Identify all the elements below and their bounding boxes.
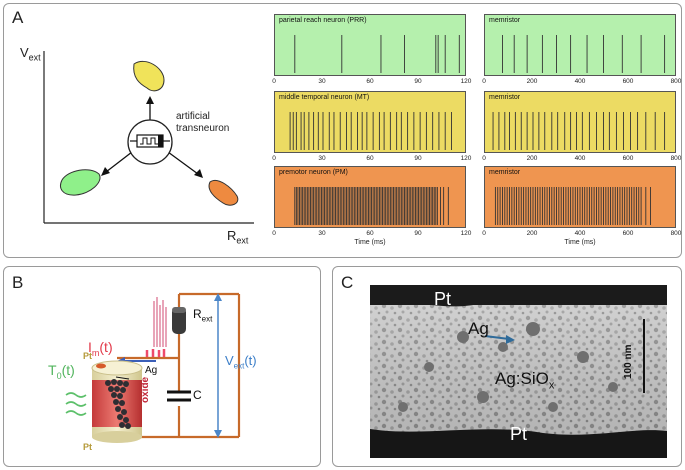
raster-title: memristor xyxy=(489,94,521,101)
spike-train xyxy=(494,187,651,225)
green-blob xyxy=(60,169,101,196)
raster-title: memristor xyxy=(489,169,521,176)
spike-train xyxy=(492,112,666,150)
capacitor-label: C xyxy=(193,388,202,402)
tick-label: 120 xyxy=(460,230,472,237)
tick-label: 60 xyxy=(366,155,374,162)
tick-label: 60 xyxy=(366,78,374,85)
tick-label: 30 xyxy=(318,155,326,162)
tick-label: 600 xyxy=(622,78,634,85)
ag-label: Ag xyxy=(468,319,489,338)
raster-plot-4: premotor neuron (PM) xyxy=(274,166,466,228)
tick-label: 0 xyxy=(482,230,486,237)
temperature-label: T0(t) xyxy=(48,362,75,381)
raster-x-axis: 0 30 60 90 120 xyxy=(272,155,471,165)
artificial-transneuron-label: artificial transneuron xyxy=(176,111,230,134)
raster-plot-0: parietal reach neuron (PRR) xyxy=(274,14,466,76)
circuit-diagram xyxy=(65,292,241,443)
tick-label: 30 xyxy=(318,78,326,85)
raster-x-axis: 0 200 400 600 800 xyxy=(482,155,681,165)
spike-train xyxy=(289,112,452,150)
raster-title: premotor neuron (PM) xyxy=(279,169,348,176)
raster-x-title: Time (ms) xyxy=(354,239,386,246)
pt-bottom-label: Pt xyxy=(83,442,92,452)
tick-label: 200 xyxy=(526,230,538,237)
raster-x-axis: 0 200 400 600 800 xyxy=(482,78,681,88)
raster-x-axis: 0 200 400 600 800 xyxy=(482,230,681,240)
vext-label: Vext(t) xyxy=(225,353,257,371)
tick-label: 400 xyxy=(574,230,586,237)
tick-label: 0 xyxy=(272,78,276,85)
tick-label: 600 xyxy=(622,230,634,237)
scale-bar-label: 100 nm xyxy=(623,344,634,379)
resistor-label: Rext xyxy=(193,307,213,324)
tick-label: 0 xyxy=(482,155,486,162)
raster-plot-3: memristor xyxy=(484,91,676,153)
panel-b: B xyxy=(3,266,321,467)
current-label: Im(t) xyxy=(88,339,113,358)
tick-label: 0 xyxy=(272,155,276,162)
tick-label: 0 xyxy=(482,78,486,85)
agsiox-label: Ag:SiOx xyxy=(495,369,555,392)
tick-label: 200 xyxy=(526,78,538,85)
tick-label: 400 xyxy=(574,155,586,162)
orange-blob xyxy=(208,180,239,206)
tick-label: 60 xyxy=(366,230,374,237)
raster-plot-1: memristor xyxy=(484,14,676,76)
tick-label: 800 xyxy=(670,230,682,237)
tick-label: 800 xyxy=(670,78,682,85)
raster-title: middle temporal neuron (MT) xyxy=(279,94,370,101)
pt-bottom-label: Pt xyxy=(510,424,528,444)
pt-top-label: Pt xyxy=(83,351,92,361)
x-axis-title: Rext xyxy=(227,228,249,246)
transneuron-diagram xyxy=(43,51,254,224)
raster-x-axis: 0 30 60 90 120 xyxy=(272,230,471,240)
raster-title: memristor xyxy=(489,17,521,24)
panel-c-label: C xyxy=(341,273,354,292)
yellow-blob xyxy=(133,60,165,92)
spike-train xyxy=(294,35,460,73)
panel-b-label: B xyxy=(12,273,24,292)
raster-x-title: Time (ms) xyxy=(564,239,596,246)
raster-x-axis: 0 30 60 90 120 xyxy=(272,78,471,88)
tick-label: 200 xyxy=(526,155,538,162)
tick-label: 90 xyxy=(414,78,422,85)
tick-label: 800 xyxy=(670,155,682,162)
tick-label: 90 xyxy=(414,230,422,237)
tick-label: 400 xyxy=(574,78,586,85)
spike-train xyxy=(502,35,666,73)
spike-train xyxy=(294,187,449,225)
pt-top-label: Pt xyxy=(434,289,452,309)
tem-image xyxy=(370,285,667,458)
oxide-label: oxide xyxy=(140,376,151,403)
tick-label: 30 xyxy=(318,230,326,237)
raster-title: parietal reach neuron (PRR) xyxy=(279,17,367,24)
panel-a: A Vext Rext artificial transneuron parie… xyxy=(3,3,682,258)
tick-label: 90 xyxy=(414,155,422,162)
raster-plot-5: memristor xyxy=(484,166,676,228)
panel-a-label: A xyxy=(12,8,24,27)
panel-c: C Pt Ag Ag:SiOx xyxy=(332,266,682,467)
tick-label: 120 xyxy=(460,78,472,85)
tick-label: 600 xyxy=(622,155,634,162)
y-axis-title: Vext xyxy=(20,45,41,63)
tick-label: 120 xyxy=(460,155,472,162)
raster-plot-2: middle temporal neuron (MT) xyxy=(274,91,466,153)
tick-label: 0 xyxy=(272,230,276,237)
ag-label: Ag xyxy=(145,365,158,376)
